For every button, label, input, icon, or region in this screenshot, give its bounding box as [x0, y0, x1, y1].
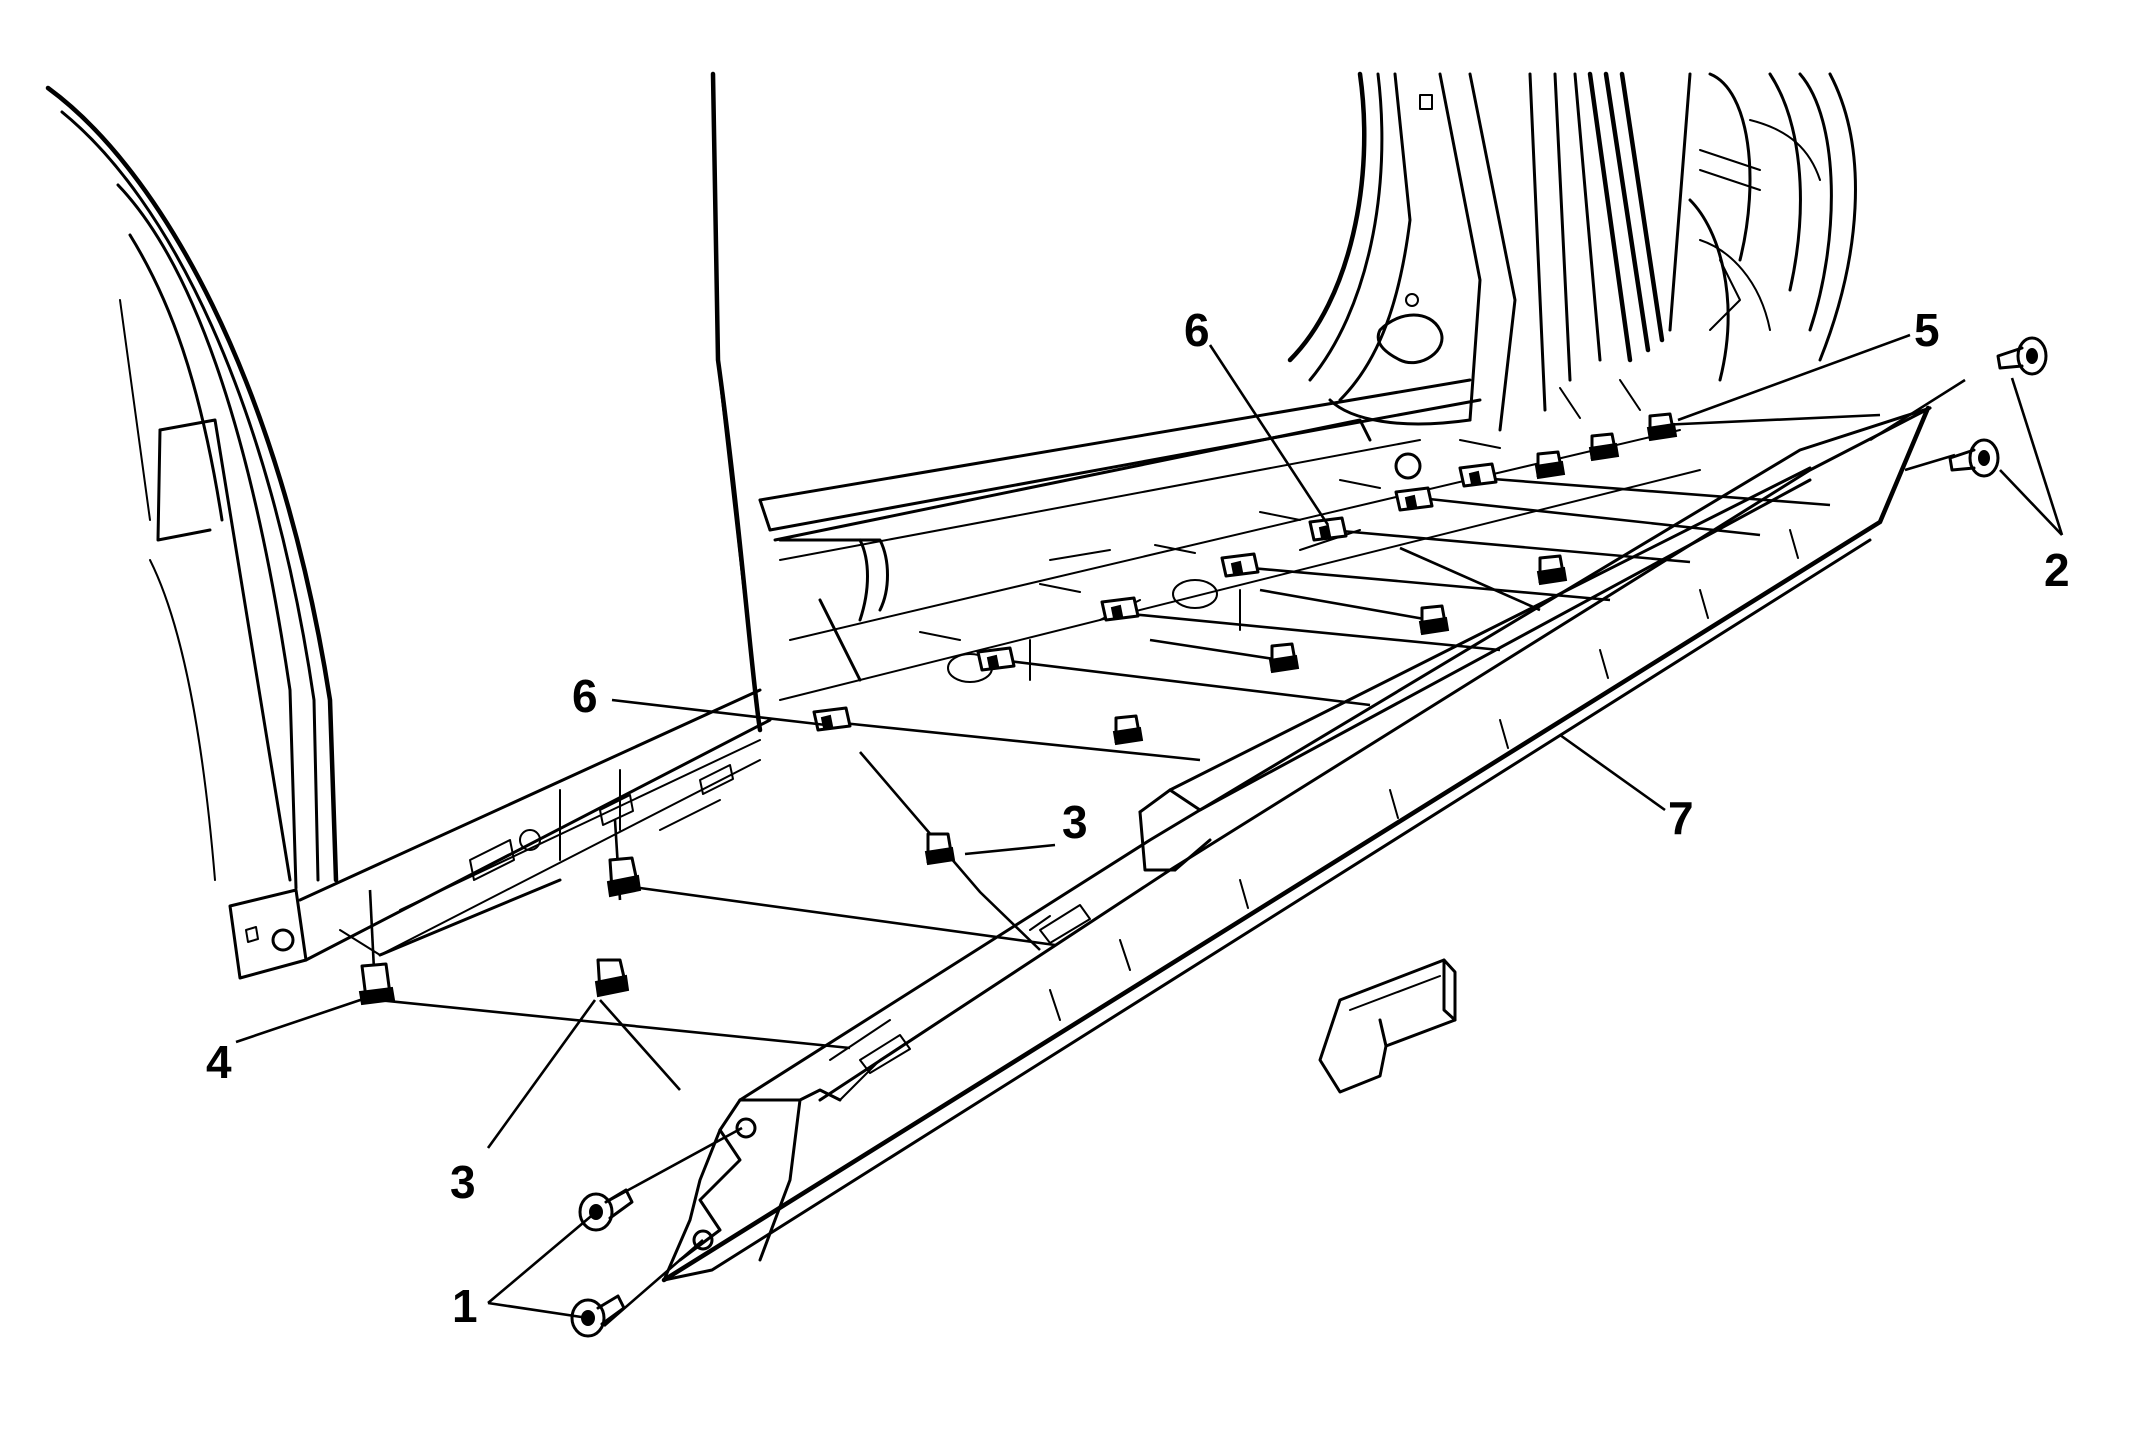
retainer-clip-icon: [1394, 486, 1434, 512]
screw-icon: [1996, 336, 2048, 376]
callout-leaders: [235, 333, 2064, 1320]
callout-6-upper: 6: [1184, 304, 1210, 356]
retainer-clip-icon: [1534, 450, 1566, 480]
retainer-clip-icon: [1458, 462, 1498, 488]
screws: [570, 336, 2048, 1338]
vehicle-body: [45, 71, 1857, 980]
callout-5: 5: [1914, 304, 1940, 356]
retainer-clip-icon: [812, 706, 852, 732]
retainer-clip-icon: [1112, 714, 1144, 746]
screw-icon: [578, 1188, 634, 1232]
retainer-clip-icon: [1308, 516, 1348, 542]
callout-6-left: 6: [572, 670, 598, 722]
callout-7: 7: [1668, 792, 1694, 844]
retainer-clip-icon: [1100, 596, 1140, 622]
callout-1: 1: [452, 1280, 478, 1332]
retainer-clip-icon: [1418, 604, 1450, 636]
retainer-clip-icon: [1646, 412, 1678, 442]
callout-labels: 1 2 3 3 4 5 6 6 7: [206, 304, 2070, 1332]
callout-3-upper: 3: [1062, 796, 1088, 848]
retainer-clip-icon: [1588, 432, 1620, 462]
retainer-clip-icon: [1268, 642, 1300, 674]
retainer-clip-icon: [976, 646, 1016, 672]
retainer-clip-icon: [1220, 552, 1260, 578]
rocker-trim-panel: [661, 405, 1932, 1283]
callout-3-lower: 3: [450, 1156, 476, 1208]
callout-2: 2: [2044, 544, 2070, 596]
retainer-clip-icon: [924, 832, 956, 866]
callout-4: 4: [206, 1036, 232, 1088]
retainer-clip-icon: [594, 958, 630, 998]
forward-arrow-icon: [1318, 958, 1457, 1094]
retainer-clips: [358, 412, 1678, 1006]
retainer-clip-icon: [1536, 554, 1568, 586]
retainer-clip-icon: [606, 856, 642, 898]
screw-icon: [1948, 438, 2000, 478]
